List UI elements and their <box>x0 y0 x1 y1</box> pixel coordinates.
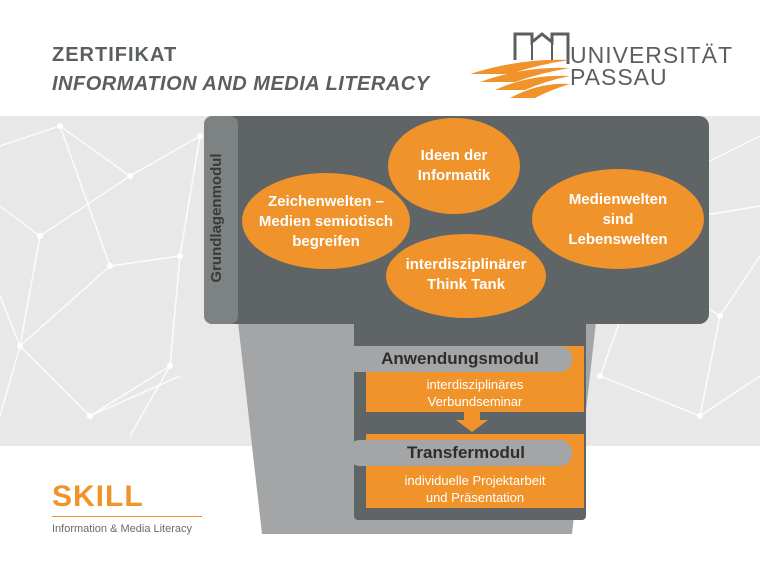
grundlagenmodul-label: Grundlagenmodul <box>208 153 225 283</box>
ellipse-zeichenwelten <box>242 173 410 269</box>
university-name-line-2: PASSAU <box>570 64 668 90</box>
title-line-2: INFORMATION AND MEDIA LITERACY <box>52 73 430 95</box>
title-line-1: ZERTIFIKAT <box>52 44 178 66</box>
university-name: UNIVERSITÄT PASSAU <box>570 42 734 90</box>
university-name-line-1: UNIVERSITÄT <box>570 42 734 68</box>
vertical-label-strip <box>204 116 238 324</box>
anwendungsmodul-title: Anwendungsmodul <box>381 349 539 368</box>
ellipse-label-zeichenwelten: Zeichenwelten – Medien semiotisch begrei… <box>258 193 394 250</box>
transfermodul-desc: individuelle Projektarbeit und Präsentat… <box>404 473 546 505</box>
anwendungsmodul-desc: interdisziplinäres Verbundseminar <box>426 377 524 409</box>
grundlagen-box <box>204 116 709 324</box>
network-pattern <box>0 123 760 437</box>
ellipse-label-informatik: Ideen der Informatik <box>417 147 491 184</box>
skill-underline <box>52 516 202 517</box>
ellipse-think-tank <box>386 234 546 318</box>
ellipse-label-medienwelten: Medienwelten sind Lebenswelten <box>568 191 668 248</box>
transfermodul-title: Transfermodul <box>406 443 526 462</box>
ellipse-informatik <box>388 118 520 214</box>
skill-brand: SKILL <box>52 480 144 513</box>
ellipse-label-think-tank: interdisziplinärer Think Tank <box>405 256 527 293</box>
arrow-down-icon <box>456 412 488 432</box>
ellipse-medienwelten <box>532 169 704 269</box>
university-logo-icon <box>470 32 570 98</box>
transfermodul-label-bar <box>348 440 572 466</box>
header-title: ZERTIFIKAT INFORMATION AND MEDIA LITERAC… <box>52 44 430 96</box>
anwendungsmodul-label-bar <box>318 346 572 372</box>
skill-tagline: Information & Media Literacy <box>52 523 193 535</box>
